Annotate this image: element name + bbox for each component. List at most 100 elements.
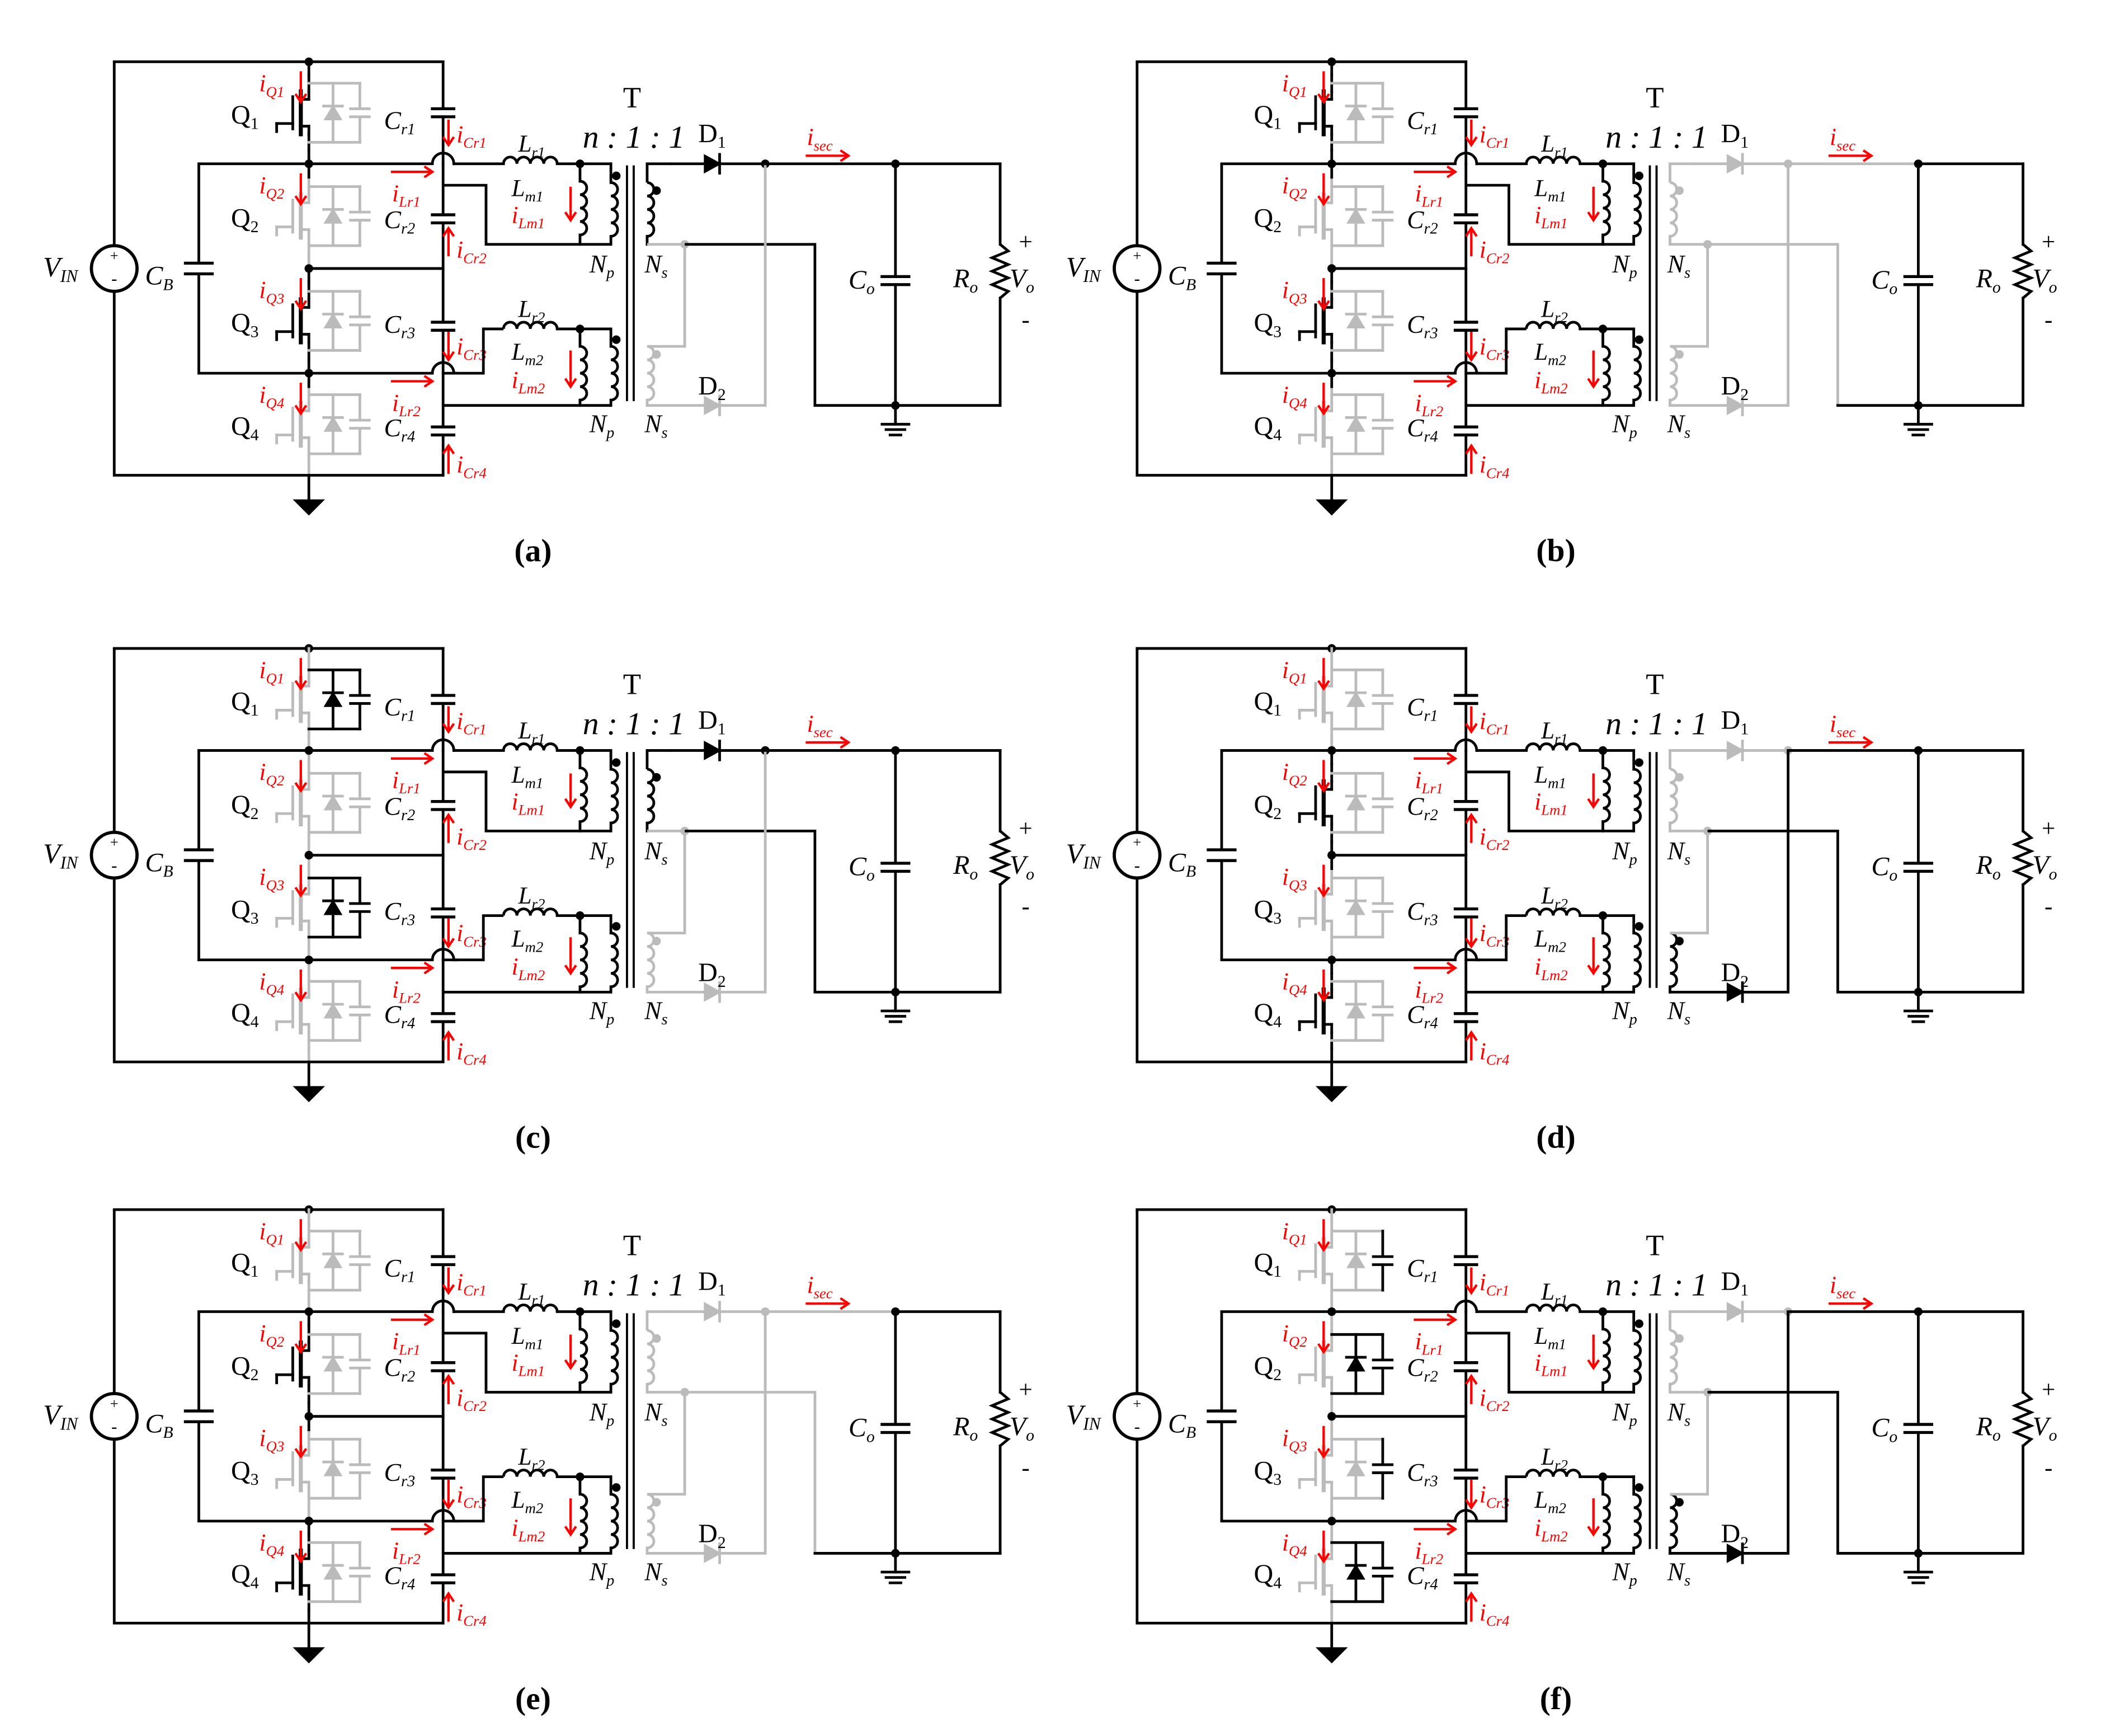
label-main: V [1066, 1399, 1086, 1431]
switch-label-q4: Q4 [231, 411, 259, 444]
label-sub: 4 [1273, 1013, 1282, 1031]
label-main: i [512, 1515, 519, 1541]
label-main: N [1612, 1557, 1631, 1586]
arrow-head [442, 1591, 455, 1603]
lm-label-1: Lm1 [511, 1323, 544, 1353]
label-main: R [1976, 264, 1992, 294]
polarity-dot [1675, 1334, 1684, 1343]
label-sub: Lm1 [518, 802, 545, 818]
vo-plus: + [1019, 1377, 1032, 1403]
label-sub: o [866, 1427, 875, 1446]
wire [1466, 770, 1634, 832]
label-main: C [384, 792, 402, 821]
arrow-head [294, 1448, 308, 1459]
label-sub: 3 [1273, 1470, 1282, 1489]
arrow-head [1446, 752, 1458, 765]
arrow-head [840, 149, 851, 162]
label-main: L [518, 296, 532, 322]
label-sub: o [1889, 280, 1897, 298]
load-resistor [2011, 1391, 2035, 1447]
polarity-dot [612, 171, 621, 181]
label-main: N [1612, 836, 1631, 865]
label-sub: r3 [1424, 911, 1438, 929]
switch-label-q3: Q3 [231, 895, 259, 928]
label-sub: Cr1 [1486, 134, 1510, 151]
wire-crossover [431, 948, 455, 960]
label-sub: B [1186, 1423, 1196, 1442]
arrow-head [1464, 1499, 1478, 1510]
label-sub: s [662, 851, 668, 868]
wire [443, 1475, 504, 1523]
polarity-dot [652, 186, 661, 195]
label-main: i [456, 1599, 463, 1626]
lr-label-2: Lr2 [518, 296, 545, 326]
icr-label-1: iCr1 [456, 1269, 487, 1299]
label-sub: p [1628, 1412, 1637, 1429]
label-main: i [512, 954, 519, 980]
label-main: R [1976, 850, 1992, 880]
label-sub: Q4 [266, 1542, 284, 1559]
wire [1707, 243, 1839, 406]
label-sub: r2 [1554, 1457, 1568, 1474]
vin-minus: - [111, 269, 117, 289]
ratio-label: n : 1 : 1 [1605, 120, 1707, 155]
label-sub: 2 [1740, 972, 1749, 991]
icr-label-4: iCr4 [1480, 452, 1510, 482]
label-sub: 2 [251, 805, 259, 823]
label-sub: Cr2 [1486, 836, 1510, 853]
label-sub: p [1628, 424, 1637, 441]
label-sub: p [605, 851, 614, 868]
label-main: C [1407, 1000, 1424, 1029]
vin-label: VIN [43, 838, 79, 873]
label-main: V [43, 1399, 63, 1431]
wire [1670, 830, 1709, 935]
label-main: N [644, 836, 663, 865]
label-main: i [1415, 977, 1422, 1003]
label-sub: Cr1 [1486, 721, 1510, 738]
arrow-head [294, 680, 308, 691]
label-sub: Q1 [266, 670, 284, 686]
iq-label-2: iQ2 [259, 759, 284, 789]
label-sub: r1 [532, 144, 545, 161]
d1-label: D1 [1721, 1267, 1749, 1300]
label-sub: 4 [1273, 1574, 1282, 1592]
d2-label: D2 [1721, 371, 1749, 404]
arrow-head [423, 165, 435, 178]
label-sub: 1 [1740, 1281, 1749, 1300]
label-sub: 3 [251, 322, 259, 341]
label-sub: sec [813, 1285, 832, 1302]
np-label-1: Np [1612, 836, 1637, 869]
resonant-inductor-coil [1525, 156, 1582, 164]
wire [647, 1391, 686, 1496]
iq-label-4: iQ4 [1282, 382, 1307, 412]
body-diode [323, 1460, 343, 1476]
label-main: i [1282, 1320, 1289, 1347]
coil [1603, 931, 1611, 989]
arrow-head [442, 1284, 455, 1295]
label-main: i [1830, 711, 1836, 737]
np-label-1: Np [589, 1398, 615, 1430]
wire [1669, 749, 1694, 770]
label-main: i [456, 824, 463, 850]
label-sub: Lr2 [398, 990, 421, 1006]
label-sub: 3 [251, 909, 259, 928]
vin-minus: - [1134, 855, 1140, 875]
np-label-1: Np [589, 836, 615, 869]
label-sub: r1 [1554, 730, 1568, 747]
wire-crossover [1454, 152, 1478, 164]
label-sub: s [1684, 1412, 1690, 1429]
wire [1669, 1310, 1694, 1331]
label-main: i [1415, 390, 1422, 416]
coil [1633, 768, 1642, 825]
icr-label-1: iCr1 [456, 708, 487, 738]
label-main: i [1415, 768, 1422, 794]
label-main: D [698, 705, 718, 735]
label-sub: r1 [401, 1269, 415, 1286]
label-main: L [511, 1487, 525, 1513]
label-sub: 1 [718, 133, 726, 152]
coil [1670, 345, 1678, 402]
cr-label-4: Cr4 [1407, 1000, 1438, 1033]
label-sub: r2 [401, 807, 415, 824]
label-main: i [259, 969, 266, 995]
polarity-dot [612, 1483, 621, 1492]
